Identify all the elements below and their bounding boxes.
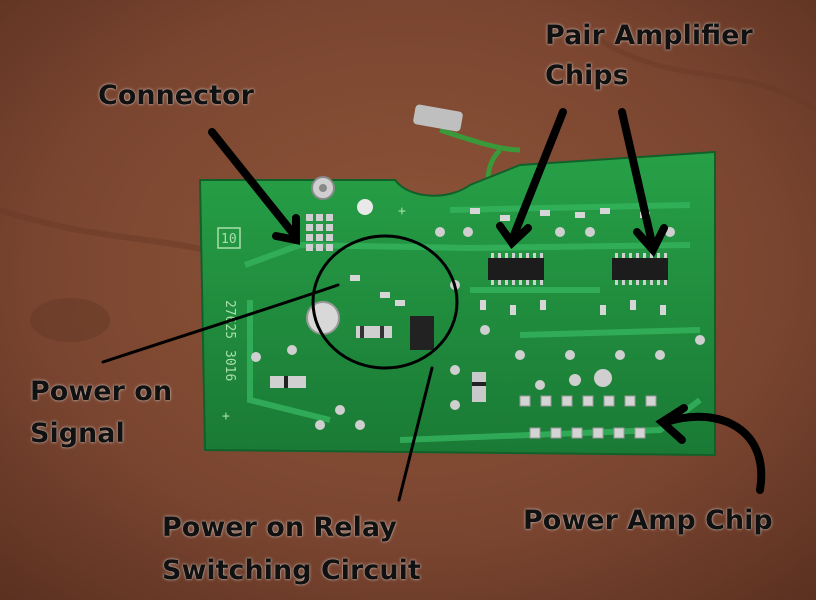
pair-amp-arrow-1	[510, 108, 567, 239]
silkscreen-code-3: 3016	[222, 350, 237, 381]
wire-connector	[413, 104, 463, 132]
pads	[251, 227, 705, 430]
smd-components	[350, 208, 666, 315]
power-on-signal-label-line2: Signal	[30, 418, 125, 449]
amplifier-chip-1	[488, 253, 544, 285]
signal-line	[101, 283, 340, 364]
pcb-traces	[243, 202, 702, 443]
power-amp-pins	[519, 395, 657, 439]
silkscreen-code-1: 10	[221, 232, 237, 247]
relay-label-line1: Power on Relay	[162, 512, 397, 543]
pair-amp-arrow-2	[618, 108, 656, 247]
connector-label: Connector	[98, 80, 254, 111]
power-amp-arrow	[662, 412, 766, 494]
relay-transistor	[410, 316, 434, 350]
svg-text:+: +	[398, 204, 406, 219]
power-on-signal-label-line1: Power on	[30, 376, 173, 407]
svg-text:+: +	[222, 409, 230, 424]
silkscreen-box	[217, 227, 241, 249]
pair-amplifier-label-line2: Chips	[545, 60, 629, 91]
power-amp-chip-label: Power Amp Chip	[523, 505, 773, 536]
relay-label-line2: Switching Circuit	[162, 555, 421, 586]
amplifier-chip-2	[612, 253, 668, 285]
relay-circle	[311, 234, 459, 370]
connector-arrow	[208, 128, 296, 236]
annotations	[101, 108, 766, 502]
connector-pins	[306, 214, 333, 251]
relay-line	[397, 366, 434, 502]
pair-amplifier-label-line1: Pair Amplifier	[545, 20, 753, 51]
